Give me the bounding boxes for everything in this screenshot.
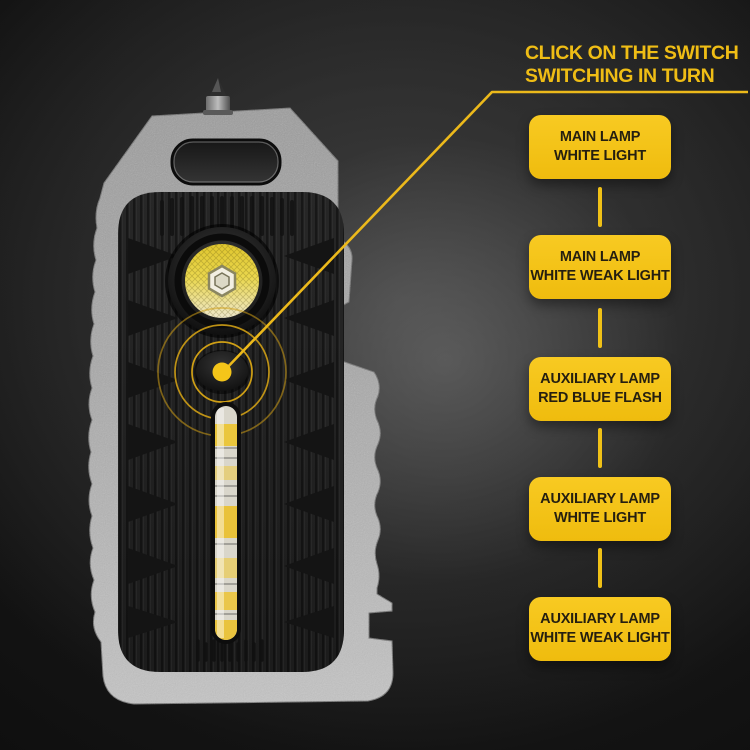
led-strip	[211, 402, 241, 644]
badge-line1: AUXILIARY LAMP	[540, 611, 660, 627]
keyring-hole	[170, 138, 282, 186]
mode-badge-auxiliary-lamp-white-weak-light: AUXILIARY LAMP WHITE WEAK LIGHT	[529, 597, 671, 661]
mode-badge-main-lamp-white-light: MAIN LAMP WHITE LIGHT	[529, 115, 671, 179]
badge-line1: MAIN LAMP	[559, 249, 641, 265]
connector-line-1	[598, 187, 602, 227]
connector-line-2	[598, 308, 602, 348]
grip-teeth-right	[284, 238, 334, 638]
switch-dot	[212, 362, 232, 382]
badge-line2: WHITE WEAK LIGHT	[530, 268, 670, 284]
badge-line2: WHITE LIGHT	[553, 148, 647, 164]
badge-line1: AUXILIARY LAMP	[540, 491, 660, 507]
main-lamp	[165, 224, 279, 338]
grip-teeth-left	[128, 238, 178, 638]
mode-badge-auxiliary-lamp-red-blue-flash: AUXILIARY LAMP RED BLUE FLASH	[529, 357, 671, 421]
glass-breaker-tip	[203, 78, 233, 115]
callout-title: CLICK ON THE SWITCH SWITCHING IN TURN	[525, 42, 745, 88]
mode-badge-auxiliary-lamp-white-light: AUXILIARY LAMP WHITE LIGHT	[529, 477, 671, 541]
badge-line2: RED BLUE FLASH	[538, 390, 662, 406]
pointer-line	[221, 90, 748, 374]
badge-line1: MAIN LAMP	[559, 129, 641, 145]
badge-line1: AUXILIARY LAMP	[540, 371, 660, 387]
connector-line-4	[598, 548, 602, 588]
callout-title-line1: CLICK ON THE SWITCH	[525, 42, 739, 64]
badge-line2: WHITE LIGHT	[553, 510, 647, 526]
badge-line2: WHITE WEAK LIGHT	[530, 630, 670, 646]
bottom-comb	[196, 639, 264, 662]
callout-title-line2: SWITCHING IN TURN	[525, 65, 715, 87]
connector-line-3	[598, 428, 602, 468]
mode-badge-main-lamp-white-weak-light: MAIN LAMP WHITE WEAK LIGHT	[529, 235, 671, 299]
